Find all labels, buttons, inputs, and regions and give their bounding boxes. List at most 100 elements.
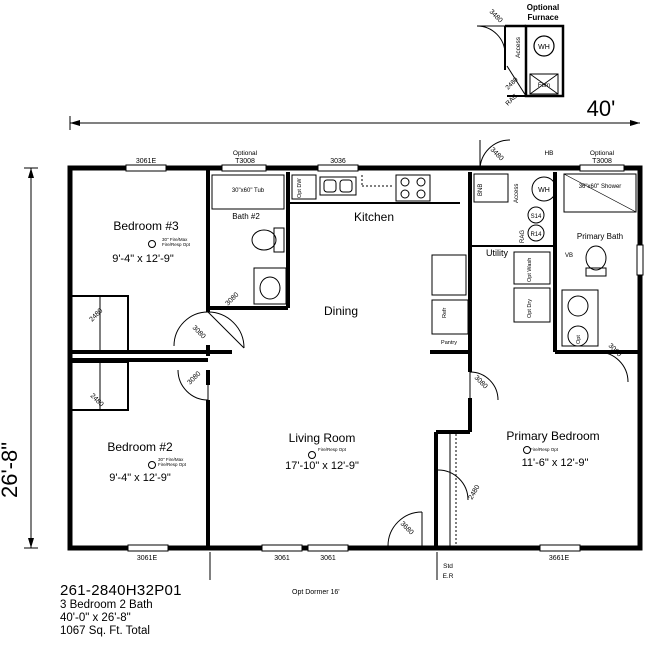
- pantry-icon: [431, 299, 469, 335]
- rag-side-label: RAG: [520, 230, 526, 243]
- closet-2480-b-label: 2480: [89, 392, 105, 408]
- opt-washer-label: Opt Wash: [527, 258, 533, 282]
- refrigerator-icon: [431, 254, 467, 296]
- r14-icon: [527, 224, 545, 242]
- bedroom2-name: Bedroom #2: [107, 440, 173, 454]
- vanity-icon: [253, 267, 287, 305]
- primary-bedroom-size: 11'-6" x 12'-9": [522, 457, 589, 469]
- rag-top-label: RAG: [504, 92, 519, 107]
- dining-name: Dining: [324, 304, 358, 318]
- dryer-icon: [513, 287, 551, 323]
- window-3661e: 3661E: [549, 555, 570, 562]
- door-3480-top-label: 3480: [488, 8, 504, 24]
- er-label: E.R: [443, 573, 454, 580]
- primary-bedroom-name: Primary Bedroom: [506, 429, 599, 443]
- bedroom3-name: Bedroom #3: [113, 219, 179, 233]
- shower-label: 36"x60" Shower: [579, 184, 622, 190]
- door-3480-label: 3480: [489, 146, 505, 162]
- bedroom3-size: 9'-4" x 12'-9": [112, 253, 174, 265]
- t3008-left-label: T3008: [235, 158, 255, 165]
- dormer-dimension: [209, 552, 438, 580]
- tub-label: 30"x60" Tub: [232, 188, 265, 194]
- closet-2480-c-label: 2480: [468, 484, 482, 501]
- range-icon: [395, 174, 431, 202]
- opt-label: Opt: [576, 335, 582, 344]
- r14-label: R14: [530, 232, 542, 238]
- pantry-label: Pantry: [441, 340, 457, 346]
- living-room-name: Living Room: [289, 431, 356, 445]
- bedroom3-note2: Fire/Resp Opt: [162, 242, 191, 247]
- left-closets: [72, 295, 129, 411]
- furnace-icon: [529, 73, 559, 95]
- kitchen-fixtures: [291, 174, 469, 335]
- opt-dw-label: Opt DW: [297, 178, 303, 198]
- door-3080-bed2-label: 3080: [186, 370, 202, 386]
- access-top-label: Access: [515, 36, 522, 58]
- utility-name: Utility: [486, 248, 508, 258]
- primary-closet: [449, 434, 457, 546]
- width-dimension: [69, 116, 640, 130]
- opt-dryer-label: Opt Dry: [527, 299, 533, 318]
- exterior-windows: [125, 164, 644, 552]
- std-label: Std: [443, 563, 453, 570]
- door-3080-bath2-label: 3080: [224, 291, 240, 307]
- living-room-size: 17'-10" x 12'-9": [285, 460, 359, 472]
- model-code: 261-2840H32P01: [60, 582, 182, 599]
- tub-icon: [211, 174, 285, 210]
- bedroom2-size: 9'-4" x 12'-9": [109, 472, 171, 484]
- optional-right-label: Optional: [590, 150, 615, 157]
- primary-bath-fixtures: [561, 173, 637, 347]
- window-3061-a: 3061: [274, 555, 290, 562]
- shower-icon: [563, 173, 637, 213]
- window-3061e-bed2: 3061E: [137, 555, 158, 562]
- s14-label: S14: [531, 214, 542, 220]
- bath2-name: Bath #2: [232, 212, 260, 221]
- optional-furnace-detail: [476, 24, 565, 98]
- outlet-icons: [148, 240, 531, 469]
- furnace-label: Furnace: [527, 13, 559, 22]
- access-label: Access: [514, 184, 520, 203]
- wh-label: WH: [538, 187, 550, 194]
- closet-2480-a-label: 2480: [88, 307, 104, 323]
- sink-icon: [319, 176, 357, 196]
- vb-label: VB: [565, 253, 573, 259]
- primary-bedroom-note: Fire/Resp Opt: [530, 447, 559, 452]
- dormer-label: Opt Dormer 16': [290, 589, 342, 596]
- optional-left-label: Optional: [233, 150, 258, 157]
- primary-bath-name: Primary Bath: [577, 232, 623, 241]
- refrigerator-label: Refr: [442, 307, 448, 318]
- optional-furnace-label: Optional: [527, 3, 559, 12]
- toilet-icon: [251, 229, 277, 251]
- door-3080-bed3-label: 3080: [191, 324, 207, 340]
- bnb-label: BNB: [478, 184, 484, 196]
- washer-icon: [513, 251, 551, 285]
- door-2480-top-label: 2480: [504, 76, 519, 91]
- depth-label: 26'-8": [0, 442, 22, 498]
- living-room-note: Fire/Resp Opt: [318, 447, 347, 452]
- interior-walls: [72, 170, 638, 546]
- overall-size: 40'-0" x 26'-8": [60, 612, 131, 624]
- bath2-fixtures: [211, 174, 287, 305]
- bedroom2-note1: 30" Fire/Max: [158, 457, 184, 462]
- t3008-right-label: T3008: [592, 158, 612, 165]
- window-3036-label: 3036: [330, 158, 346, 165]
- depth-dimension: [24, 167, 38, 549]
- water-heater-icon: [531, 176, 557, 202]
- water-heater-icon: [533, 35, 555, 57]
- door-swings: [173, 139, 629, 547]
- wh-top-label: WH: [538, 44, 550, 51]
- s14-icon: [527, 206, 545, 224]
- bedroom2-note2: Fire/Resp Opt: [158, 462, 187, 467]
- width-label: 40': [587, 96, 616, 121]
- plan-caption: 261-2840H32P01 3 Bedroom 2 Bath 40'-0" x…: [60, 582, 182, 638]
- hb-label: HB: [544, 150, 553, 157]
- window-3061-b: 3061: [320, 555, 336, 562]
- kitchen-name: Kitchen: [354, 210, 394, 224]
- door-3680-label: 3680: [399, 520, 415, 536]
- bedroom3-note1: 30" Fire/Max: [162, 237, 188, 242]
- furn-label: Furn: [538, 83, 550, 89]
- toilet-icon: [585, 245, 607, 271]
- total-area: 1067 Sq. Ft. Total: [60, 625, 150, 637]
- floor-plan: Optional Furnace 3480 Access WH Furn 248…: [0, 3, 644, 580]
- utility-fixtures: [473, 173, 557, 323]
